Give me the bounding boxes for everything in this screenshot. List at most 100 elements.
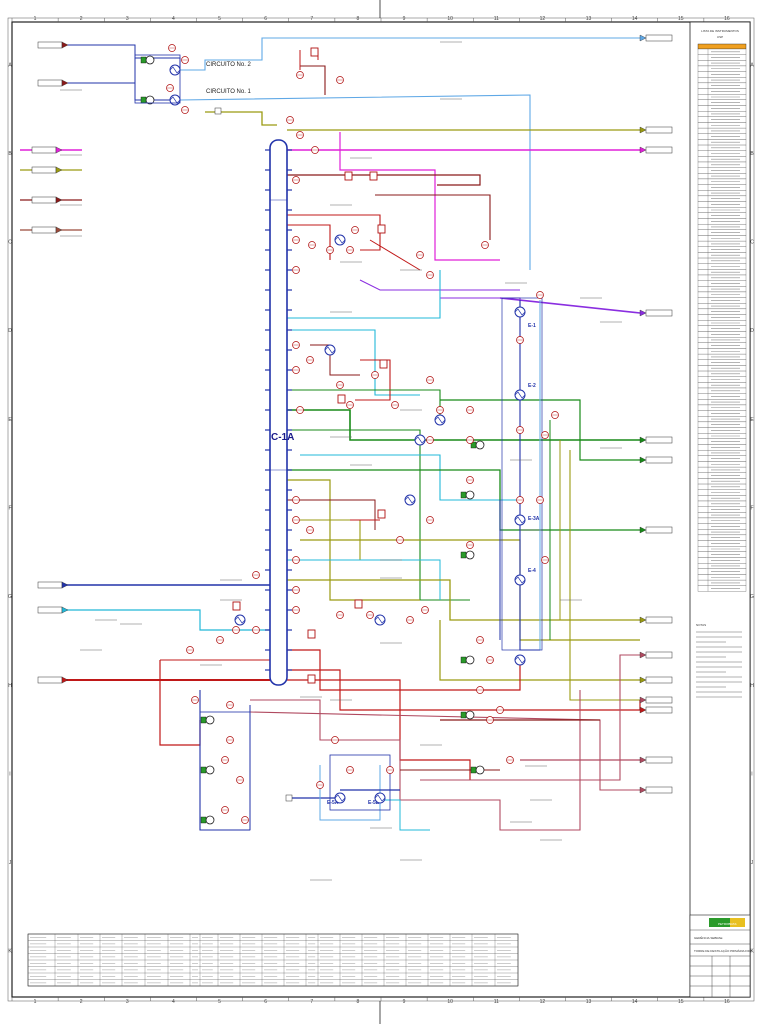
ruler-label: 4 <box>172 16 175 22</box>
title-line-2: TORRE DE DESTILAÇÃO PRIMÁRIA FIDV <box>694 948 752 953</box>
ruler-label: A <box>8 62 12 68</box>
ruler-label: 9 <box>403 16 406 22</box>
instrument-list-title: LISTA DE INSTRUMENTOS <box>701 29 739 33</box>
hx-coil <box>514 576 526 584</box>
stream-terminal <box>645 436 673 444</box>
ruler-label: 5 <box>218 999 221 1005</box>
stream-terminal <box>37 676 63 684</box>
valve-box <box>369 171 378 181</box>
notes-text <box>696 631 742 698</box>
ruler-label: 15 <box>678 16 684 22</box>
terminal-arrow <box>639 146 647 154</box>
instrument-list-table <box>697 48 747 592</box>
sheet-border <box>11 21 751 998</box>
ruler-label: H <box>750 683 754 689</box>
process-line <box>205 111 277 126</box>
pump-motor <box>460 491 467 499</box>
process-line <box>249 711 640 791</box>
terminal-arrow <box>61 79 69 87</box>
stream-terminal <box>645 756 673 764</box>
pump-symbol <box>465 490 475 500</box>
ruler-label: C <box>750 240 754 246</box>
ruler-label: 9 <box>403 999 406 1005</box>
process-line <box>420 654 640 781</box>
terminal-arrow <box>639 696 647 704</box>
process-line <box>62 44 181 70</box>
process-line <box>355 359 391 401</box>
process-line <box>310 344 360 376</box>
hx-coil <box>514 656 526 664</box>
valve-box <box>307 629 316 639</box>
valve-box <box>337 394 346 404</box>
valve-box <box>310 47 319 57</box>
pump-symbol <box>475 765 485 775</box>
process-line <box>380 799 430 831</box>
terminal-arrow <box>639 706 647 714</box>
process-line <box>287 499 376 530</box>
circuit-1-label: CIRCUITO No. 1 <box>206 89 252 95</box>
ruler-label: 12 <box>540 999 546 1005</box>
instrument-list-header <box>697 43 747 50</box>
exchanger-tag-e1: E-1 <box>528 323 536 329</box>
ruler-label: J <box>751 860 754 866</box>
ruler-label: E <box>750 417 754 423</box>
valve-box <box>344 171 353 181</box>
process-line <box>287 679 471 780</box>
top-overhead-line <box>180 37 640 71</box>
terminal-arrow <box>639 126 647 134</box>
pump-motor <box>200 766 207 774</box>
title-block: PETROBRAS GERÊNCIA SEBRAE TORRE DE DESTI… <box>689 914 752 998</box>
stream-terminal <box>37 581 63 589</box>
process-line <box>359 279 520 291</box>
ruler-label: K <box>750 949 754 955</box>
ruler-label: 16 <box>724 999 730 1005</box>
ruler-label: 13 <box>586 999 592 1005</box>
process-line <box>179 94 531 270</box>
hx-coil <box>434 416 446 424</box>
pump-motor <box>460 656 467 664</box>
terminal-arrow <box>55 146 63 154</box>
pump-motor <box>200 716 207 724</box>
reboiler-frame <box>329 754 391 811</box>
stream-terminals <box>31 34 673 802</box>
stream-terminal <box>645 456 673 464</box>
terminal-arrow <box>55 226 63 234</box>
pump-symbol <box>465 550 475 560</box>
stream-terminal <box>37 606 63 614</box>
process-line <box>287 559 441 600</box>
logo-text: PETROBRAS <box>718 922 737 926</box>
valve-box <box>354 599 363 609</box>
pump-symbol <box>205 765 215 775</box>
valve-box <box>379 359 388 369</box>
process-line <box>287 429 470 601</box>
pump-skid-frame <box>199 711 251 831</box>
stream-terminal <box>37 41 63 49</box>
ruler-label: K <box>8 949 12 955</box>
ruler-label: 10 <box>447 16 453 22</box>
process-line <box>339 132 500 261</box>
terminal-arrow <box>55 196 63 204</box>
stream-terminal <box>645 526 673 534</box>
process-line <box>287 214 381 251</box>
stream-terminal <box>645 34 673 42</box>
process-line <box>440 297 521 320</box>
hx-coil <box>169 96 181 104</box>
stream-table <box>27 933 519 987</box>
green-line <box>287 409 640 441</box>
circuit-2-label: CIRCUITO No. 2 <box>206 62 252 68</box>
pump-motor <box>200 816 207 824</box>
terminal-arrow <box>639 676 647 684</box>
ruler-label: F <box>8 506 11 512</box>
ruler-label: E <box>8 417 12 423</box>
stream-terminal <box>31 196 57 204</box>
ruler-label: 8 <box>357 999 360 1005</box>
ruler-label: C <box>8 240 12 246</box>
stream-terminal <box>31 166 57 174</box>
pump-motor <box>470 766 477 774</box>
terminal-arrow <box>639 651 647 659</box>
hx-coil <box>334 236 346 244</box>
stream-terminal <box>645 146 673 154</box>
distillation-column: C-1A <box>269 139 294 686</box>
terminal-arrow <box>639 456 647 464</box>
